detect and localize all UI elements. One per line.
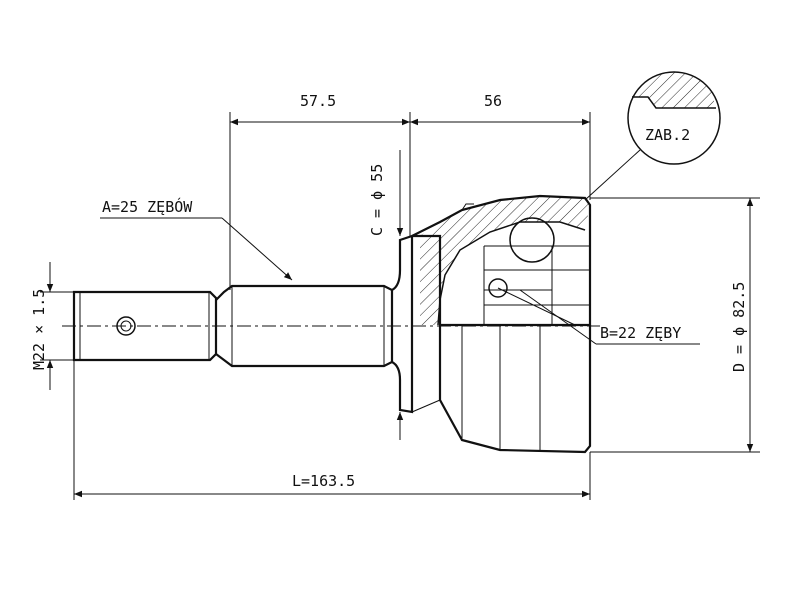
dimension-top bbox=[229, 112, 591, 290]
leader-b bbox=[519, 289, 597, 345]
bell-housing bbox=[411, 194, 592, 327]
dimension-thread bbox=[40, 262, 74, 390]
spline-shaft bbox=[215, 284, 394, 368]
dim-56: 56 bbox=[484, 92, 502, 110]
label-detail: ZAB.2 bbox=[645, 126, 690, 144]
dim-thread: M22 × 1.5 bbox=[30, 289, 48, 370]
detail-zab2 bbox=[584, 71, 721, 201]
dim-length: L=163.5 bbox=[292, 472, 355, 490]
label-spline-b: B=22 ZĘBY bbox=[600, 324, 681, 342]
label-spline-a: A=25 ZĘBÓW bbox=[102, 197, 193, 216]
dimension-d bbox=[590, 197, 760, 453]
dim-57-5: 57.5 bbox=[300, 92, 336, 110]
dim-c: C = ϕ 55 bbox=[368, 164, 386, 236]
leader-a-arrow bbox=[221, 217, 293, 281]
dimension-length bbox=[73, 360, 591, 500]
joint-neck bbox=[391, 234, 414, 414]
bell-exterior bbox=[411, 325, 592, 454]
dim-d: D = ϕ 82.5 bbox=[730, 282, 748, 372]
